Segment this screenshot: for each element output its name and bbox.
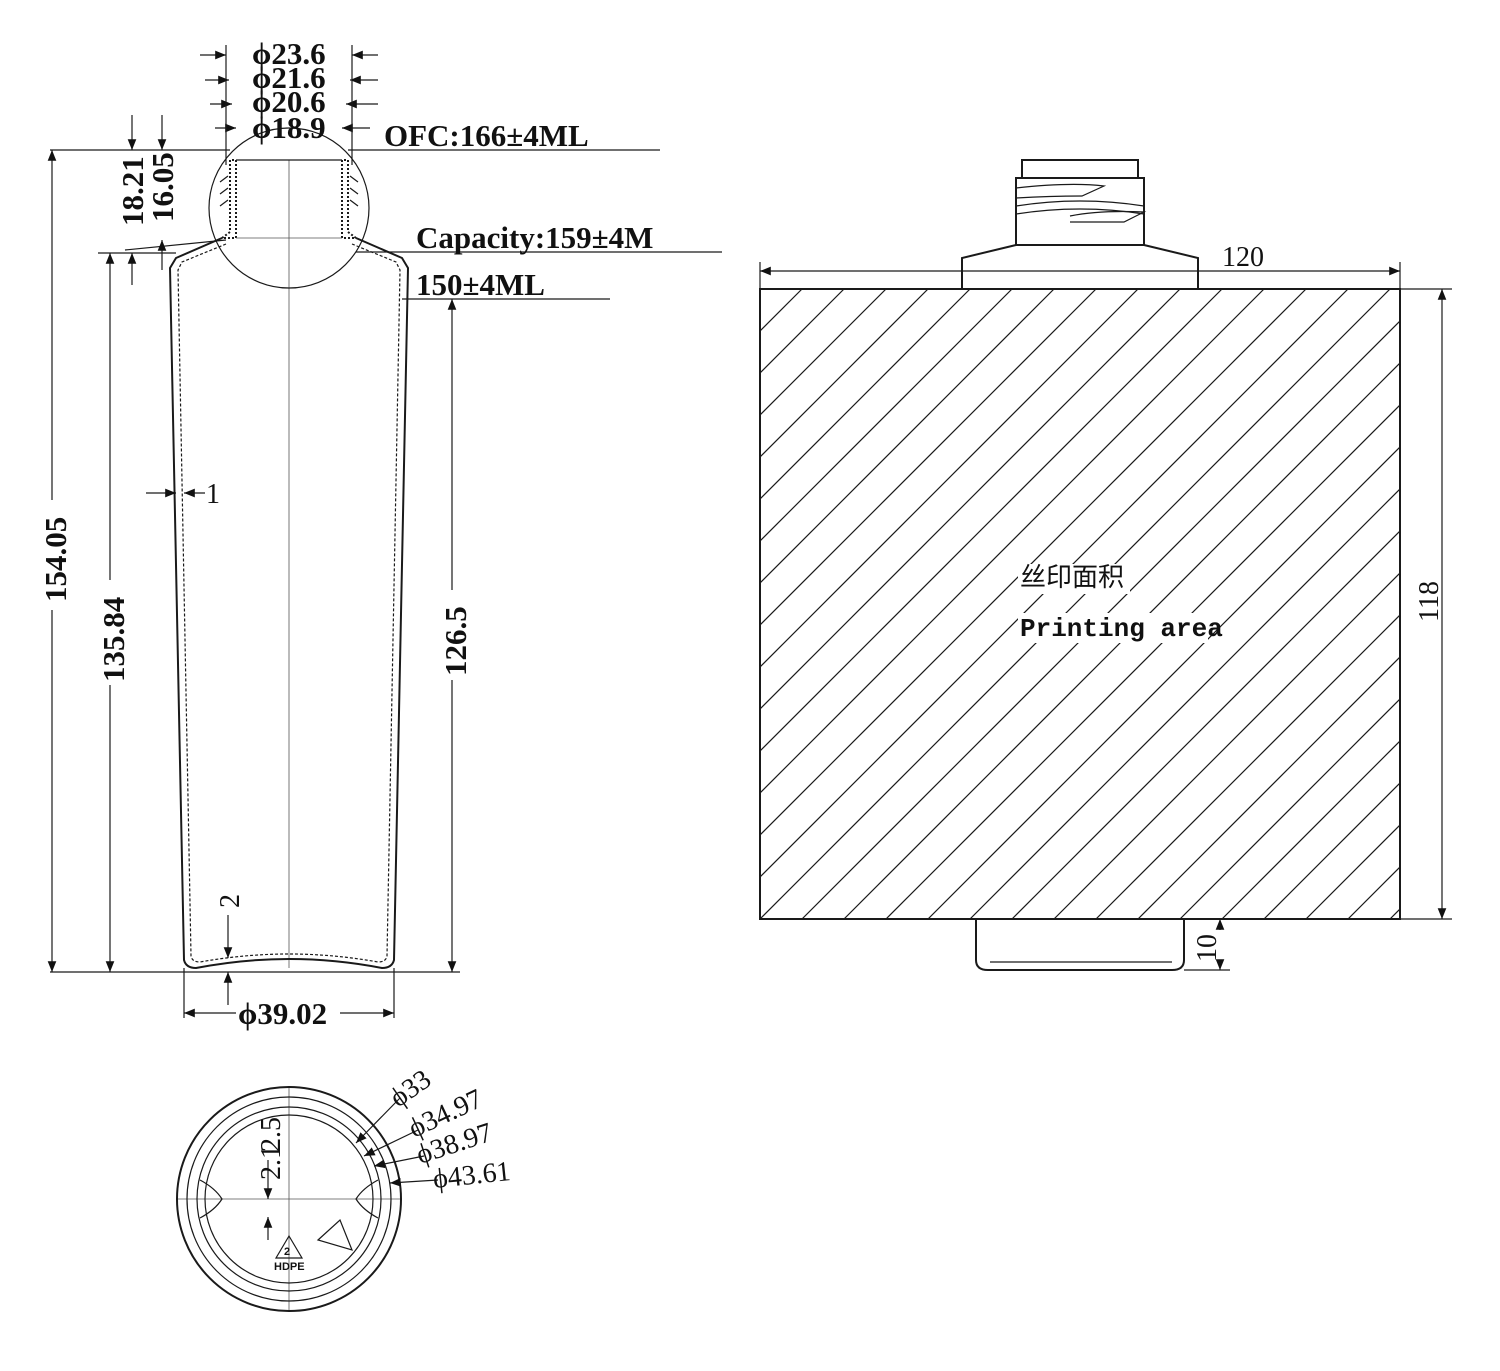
outer-ring — [176, 1086, 402, 1312]
leader-d3 — [373, 1155, 425, 1169]
hatch-line — [760, 289, 1181, 710]
leader-d4 — [389, 1178, 439, 1187]
hatch-line — [801, 320, 1400, 919]
hatch-line — [760, 289, 929, 458]
hatch-line — [760, 289, 1223, 752]
hatch-line — [760, 289, 803, 332]
bottom-view: 2 HDPE 2.5 2.1 ϕ33 ϕ34.97 ϕ38.97 ϕ43.61 — [176, 1064, 512, 1312]
thread-3 — [1069, 210, 1147, 223]
neck-dim-2: ϕ21.6 — [252, 60, 326, 95]
hatch-line — [760, 289, 1055, 584]
hatch-line — [760, 289, 1013, 542]
recycle-material: HDPE — [274, 1261, 305, 1273]
hatch-line — [969, 488, 1400, 919]
neck-dim-4: ϕ18.9 — [252, 110, 326, 145]
hatch-line — [760, 289, 1097, 626]
hatch-line — [1389, 908, 1400, 919]
notch-right — [355, 1179, 379, 1219]
print-label-cn: 丝印面积 — [1020, 562, 1124, 592]
hatch-line — [1095, 614, 1400, 919]
recycle-code: 2 — [284, 1246, 290, 1258]
bottom-offset-label: 10 — [1192, 934, 1223, 962]
recycle-icon — [274, 1234, 304, 1259]
body-diameter-label: ϕ39.02 — [238, 996, 327, 1031]
leader-d1 — [355, 1097, 401, 1144]
neck-dim-1: ϕ23.6 — [252, 36, 326, 71]
hatch-line — [1137, 656, 1400, 919]
hatch-line — [760, 289, 1307, 836]
ring-2 — [186, 1096, 392, 1302]
neck-detail-circle — [208, 127, 370, 289]
neck-dim-3: ϕ20.6 — [252, 84, 326, 119]
print-label-en: Printing area — [1020, 614, 1223, 644]
body-inner-wall — [177, 243, 401, 963]
side-view: 丝印面积 Printing area 120 118 10 — [759, 159, 1452, 971]
hatch-line — [760, 289, 1139, 668]
hatch-line — [760, 289, 845, 374]
capacity-label: Capacity:159±4M — [416, 220, 653, 255]
hatch-line — [760, 289, 887, 416]
neck-threads — [219, 175, 359, 207]
width-label: 120 — [1222, 242, 1264, 273]
neck-wall-right — [341, 159, 359, 239]
base-foot — [975, 919, 1185, 971]
neck-finish-top — [1021, 159, 1139, 179]
wall-thickness-label: 1 — [206, 479, 220, 510]
height-panel-label: 126.5 — [438, 606, 473, 676]
front-view: ϕ23.6 ϕ21.6 ϕ20.6 ϕ18.9 OFC:166±4ML Capa… — [38, 36, 722, 1031]
leader-d2 — [363, 1129, 419, 1157]
hatch-line — [1221, 740, 1400, 919]
hatch-line — [885, 404, 1400, 919]
hatch-line — [1305, 824, 1400, 919]
hatch-line — [1179, 698, 1400, 919]
height-total-label: 154.05 — [38, 517, 73, 602]
hatch-line — [1263, 782, 1400, 919]
fill-volume-label: 150±4ML — [416, 267, 545, 302]
hatch-line — [927, 446, 1400, 919]
printing-area-box — [759, 288, 1401, 920]
ext-neck — [124, 239, 227, 251]
hatch-pattern — [760, 289, 1400, 919]
body-outline — [168, 237, 410, 970]
neck-wall-left — [219, 159, 237, 239]
height-shoulder-label: 135.84 — [96, 597, 131, 682]
gate-mark — [316, 1218, 354, 1251]
hatch-line — [760, 289, 1391, 919]
thread-2 — [1015, 200, 1145, 215]
notch-left — [199, 1179, 223, 1219]
hatch-line — [760, 289, 1349, 878]
hatch-line — [760, 289, 1265, 794]
thread-1 — [1015, 183, 1107, 199]
dim-b-label: 2.1 — [256, 1145, 287, 1180]
neck-h2-label: 16.05 — [145, 152, 180, 222]
hatch-line — [1053, 572, 1400, 919]
hatch-line — [1011, 530, 1400, 919]
ofc-label: OFC:166±4ML — [384, 118, 589, 153]
ring-3 — [196, 1106, 382, 1292]
base-thickness-label: 2 — [215, 894, 246, 908]
neck-dim-arrows — [200, 45, 378, 165]
hatch-line — [843, 362, 1400, 919]
shoulder — [961, 244, 1199, 290]
dim-a-label: 2.5 — [256, 1117, 287, 1152]
inner-ring — [204, 1114, 374, 1284]
neck-h1-label: 18.21 — [115, 156, 150, 226]
hatch-line — [760, 289, 971, 500]
height-label: 118 — [1414, 581, 1445, 622]
